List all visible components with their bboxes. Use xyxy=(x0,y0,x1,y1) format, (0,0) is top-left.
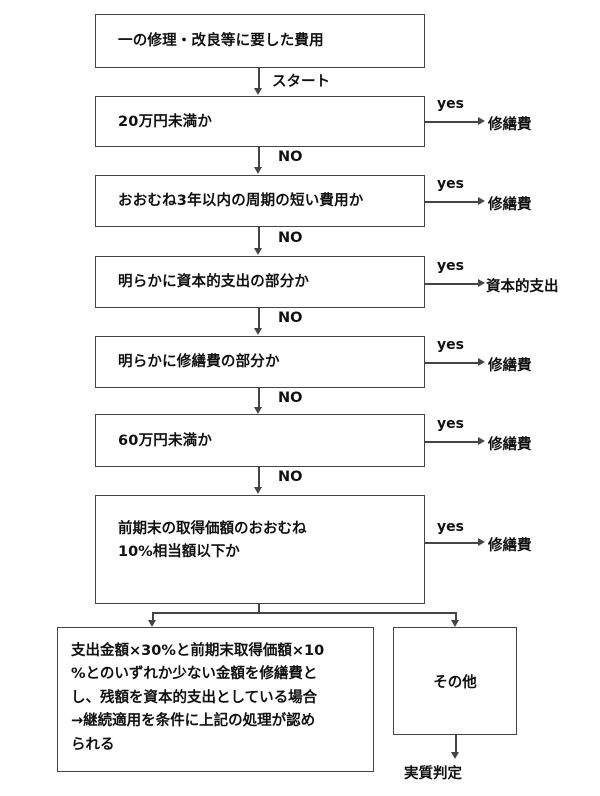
node-terminal-other: その他 xyxy=(393,627,517,735)
node-terminal-other-label: その他 xyxy=(433,675,477,691)
node-decision-2-label: おおむね3年以内の周期の短い費用か xyxy=(118,192,364,209)
node-terminal-detailed-label: 支出金額×30%と前期末取得価額×10 %とのいずれか少ない金額を修繕費と し、… xyxy=(71,643,325,753)
yes-branch-3-arrowhead xyxy=(478,279,485,287)
edge-label-no-5: NO xyxy=(278,469,303,485)
outcome-6: 修繕費 xyxy=(488,538,532,554)
yes-branch-1-line xyxy=(425,121,480,123)
split-right-arrowhead xyxy=(451,620,459,627)
connector-other-to-outcome-arrowhead xyxy=(451,752,459,759)
node-decision-6-label: 前期末の取得価額のおおむね 10%相当額以下か xyxy=(118,521,307,561)
edge-label-no-4: NO xyxy=(278,390,303,406)
outcome-5: 修繕費 xyxy=(488,437,532,453)
yes-branch-1-arrowhead xyxy=(478,117,485,125)
node-decision-3-label: 明らかに資本的支出の部分か xyxy=(118,273,310,290)
connector-no-4-arrowhead xyxy=(254,407,262,414)
split-bar xyxy=(152,612,457,614)
outcome-2: 修繕費 xyxy=(488,197,532,213)
connector-no-2 xyxy=(258,227,260,249)
node-decision-1-label: 20万円未満か xyxy=(118,113,213,130)
connector-start xyxy=(258,68,260,89)
yes-branch-5-label: yes xyxy=(437,416,464,432)
edge-label-no-1: NO xyxy=(278,149,303,165)
split-left-arrowhead xyxy=(148,620,156,627)
connector-start-arrowhead xyxy=(254,88,262,95)
yes-branch-6-arrowhead xyxy=(478,538,485,546)
node-decision-5-label: 60万円未満か xyxy=(118,432,213,449)
yes-branch-4-arrowhead xyxy=(478,358,485,366)
yes-branch-6-line xyxy=(425,542,480,544)
connector-other-to-outcome xyxy=(455,735,457,753)
node-initial-cost: 一の修理・改良等に要した費用 xyxy=(95,14,425,68)
edge-label-no-3: NO xyxy=(278,310,303,326)
outcome-1: 修繕費 xyxy=(488,117,532,133)
split-left-drop xyxy=(152,612,154,621)
yes-branch-4-label: yes xyxy=(437,337,464,353)
split-stem xyxy=(258,604,260,613)
connector-no-3 xyxy=(258,308,260,329)
edge-label-no-2: NO xyxy=(278,230,303,246)
outcome-3: 資本的支出 xyxy=(486,279,559,295)
yes-branch-3-line xyxy=(425,283,480,285)
node-decision-4: 明らかに修繕費の部分か xyxy=(95,336,425,388)
node-initial-cost-label: 一の修理・改良等に要した費用 xyxy=(118,32,324,49)
split-right-drop xyxy=(455,612,457,621)
yes-branch-2-arrowhead xyxy=(478,197,485,205)
yes-branch-6-label: yes xyxy=(437,519,464,535)
outcome-4: 修繕費 xyxy=(488,358,532,374)
connector-no-5 xyxy=(258,467,260,488)
outcome-substantive-judgment: 実質判定 xyxy=(404,766,462,782)
connector-no-3-arrowhead xyxy=(254,328,262,335)
edge-label-start: スタート xyxy=(272,74,330,90)
connector-no-4 xyxy=(258,388,260,408)
node-decision-4-label: 明らかに修繕費の部分か xyxy=(118,353,280,370)
yes-branch-1-label: yes xyxy=(437,96,464,112)
node-decision-2: おおむね3年以内の周期の短い費用か xyxy=(95,175,425,227)
connector-no-5-arrowhead xyxy=(254,487,262,494)
yes-branch-5-line xyxy=(425,441,480,443)
node-decision-6: 前期末の取得価額のおおむね 10%相当額以下か xyxy=(95,495,425,604)
yes-branch-2-label: yes xyxy=(437,176,464,192)
connector-no-2-arrowhead xyxy=(254,248,262,255)
yes-branch-4-line xyxy=(425,362,480,364)
connector-no-1-arrowhead xyxy=(254,167,262,174)
node-decision-1: 20万円未満か xyxy=(95,96,425,147)
connector-no-1 xyxy=(258,147,260,168)
yes-branch-2-line xyxy=(425,201,480,203)
yes-branch-5-arrowhead xyxy=(478,437,485,445)
node-decision-3: 明らかに資本的支出の部分か xyxy=(95,256,425,308)
node-decision-5: 60万円未満か xyxy=(95,414,425,467)
yes-branch-3-label: yes xyxy=(437,258,464,274)
node-terminal-detailed: 支出金額×30%と前期末取得価額×10 %とのいずれか少ない金額を修繕費と し、… xyxy=(57,627,374,772)
